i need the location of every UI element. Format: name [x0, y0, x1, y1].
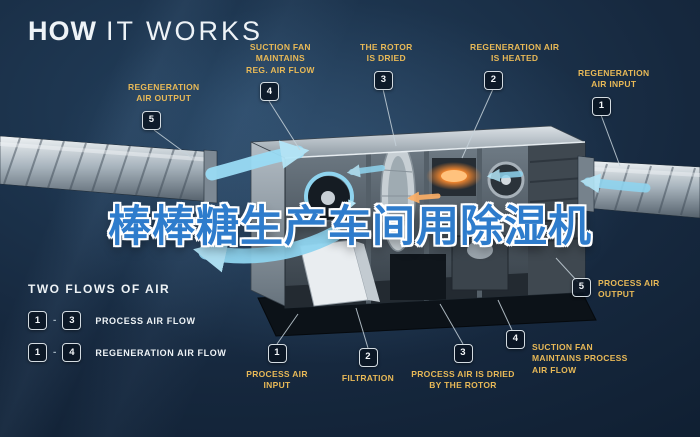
range-dash: -: [53, 347, 57, 358]
callout-process-air-input: 1 PROCESS AIR INPUT: [234, 344, 320, 392]
callout-label: PROCESS AIR IS DRIED BY THE ROTOR: [411, 369, 515, 391]
badge-num-text: 5: [148, 114, 155, 126]
callout-regen-air-input: REGENERATION AIR INPUT 1: [578, 68, 649, 116]
dehumidifier-machine: [250, 125, 597, 337]
badge-num-text: 5: [578, 281, 585, 293]
badge-num-text: 1: [34, 315, 41, 326]
callout-suction-fan-process: 4 SUCTION FAN MAINTAINS PROCESS AIR FLOW: [506, 330, 628, 376]
badge-number: 2: [484, 70, 503, 90]
callout-suction-fan-reg: SUCTION FAN MAINTAINS REG. AIR FLOW 4: [246, 42, 315, 102]
airflow-arrow-heated: [407, 191, 441, 204]
airflow-arrow-internal-right: [486, 168, 523, 183]
legend-label: REGENERATION AIR FLOW: [95, 347, 227, 358]
badge-number: 4: [62, 343, 82, 362]
badge-num-text: 1: [34, 347, 41, 358]
callout-rotor-is-dried: THE ROTOR IS DRIED 3: [360, 42, 413, 90]
badge-number: 3: [374, 70, 393, 90]
callout-label: REGENERATION AIR IS HEATED: [470, 42, 560, 64]
badge-num-text: 3: [460, 347, 466, 359]
airflow-arrow-regen-in: [580, 173, 651, 194]
callout-label: REGENERATION AIR OUTPUT: [128, 82, 200, 104]
badge-num-text: 3: [69, 315, 75, 326]
badge-num-text: 4: [69, 347, 75, 358]
legend: TWO FLOWS OF AIR 1 - 3 PROCESS AIR FLOW …: [28, 282, 226, 375]
callout-process-air-dried: 3 PROCESS AIR IS DRIED BY THE ROTOR: [398, 344, 528, 392]
range-dash: -: [53, 315, 57, 326]
legend-title: TWO FLOWS OF AIR: [28, 282, 171, 296]
badge-number: 4: [506, 330, 525, 349]
callout-label: THE ROTOR IS DRIED: [360, 42, 413, 64]
badge-number: 1: [28, 311, 47, 330]
callout-process-air-output: 5 PROCESS AIR OUTPUT: [572, 278, 660, 301]
leader-lines: [153, 88, 621, 349]
badge-num-text: 4: [512, 333, 519, 345]
badge-number: 2: [358, 348, 378, 367]
title-it-works: IT WORKS: [105, 16, 263, 46]
callout-label: SUCTION FAN MAINTAINS REG. AIR FLOW: [246, 42, 315, 75]
duct-left-seams: [3, 137, 197, 200]
badge-number: 3: [62, 311, 82, 330]
badge-num-text: 1: [598, 100, 605, 112]
callout-regen-air-heated: REGENERATION AIR IS HEATED 2: [470, 42, 559, 90]
legend-label: PROCESS AIR FLOW: [95, 315, 196, 326]
badge-num-text: 1: [274, 347, 280, 359]
badge-number: 4: [260, 82, 279, 102]
callout-regeneration-air-output: REGENERATION AIR OUTPUT 5: [128, 82, 199, 130]
fan-swirl-arrow: [304, 171, 357, 210]
callout-label: PROCESS AIR INPUT: [246, 369, 308, 391]
duct-left: [0, 135, 218, 204]
badge-number: 3: [453, 344, 473, 363]
callout-label: REGENERATION AIR INPUT: [578, 68, 650, 90]
chinese-watermark-text: 棒棒糖生产车间用除湿机: [108, 202, 592, 252]
page-title: HOW IT WORKS: [28, 16, 263, 47]
legend-row-process: 1 - 3 PROCESS AIR FLOW: [28, 311, 226, 330]
badge-number: 5: [142, 110, 161, 130]
badge-number: 1: [28, 343, 47, 362]
callout-label: PROCESS AIR OUTPUT: [598, 278, 660, 300]
badge-num-text: 4: [266, 85, 273, 97]
airflow-arrow-pipe-in: [205, 140, 310, 181]
machine-interior-parts: [285, 142, 585, 308]
airflow-arrow-process-out: [193, 226, 342, 273]
airflow-arrows: [193, 140, 651, 273]
callout-filtration: 2 FILTRATION: [330, 348, 406, 384]
callout-label: FILTRATION: [341, 373, 395, 383]
callout-label: SUCTION FAN MAINTAINS PROCESS AIR FLOW: [532, 342, 628, 375]
title-how: HOW: [28, 16, 97, 46]
badge-num-text: 2: [490, 74, 497, 86]
badge-num-text: 3: [380, 74, 387, 86]
airflow-arrow-internal-left: [346, 164, 385, 178]
badge-number: 1: [592, 96, 611, 116]
badge-number: 5: [572, 278, 591, 297]
badge-number: 1: [267, 344, 287, 363]
legend-row-regeneration: 1 - 4 REGENERATION AIR FLOW: [28, 343, 226, 362]
badge-num-text: 2: [365, 351, 371, 363]
